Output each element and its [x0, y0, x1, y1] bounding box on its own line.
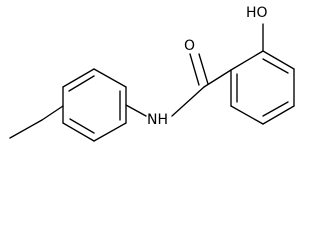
amide-linker: [125, 53, 232, 117]
ethyl-bond-terminal: [9, 119, 43, 139]
para-phenyl-ring: [62, 68, 127, 142]
carbonyl-to-ring-bond: [203, 69, 232, 88]
ethyl-bond-to-ring: [41, 105, 64, 121]
phenyl-double-bond-1: [68, 75, 95, 92]
ethyl-group: [9, 105, 64, 139]
phenyl-bond-2: [62, 68, 95, 88]
carbonyl-double-bond-right: [198, 53, 209, 85]
amide-nh-label: NH: [147, 112, 168, 128]
phenyl-bond-3: [93, 68, 127, 88]
phenol-ring: [230, 23, 295, 125]
phenol-double-bond-3: [262, 58, 289, 74]
carbonyl-oxygen-label: O: [184, 38, 195, 54]
nitrogen-to-carbonyl-bond: [171, 86, 205, 117]
molecule-structure: O HO NH: [9, 5, 295, 142]
phenyl-double-bond-3: [69, 118, 95, 134]
phenyl-bond-5: [93, 122, 127, 142]
carbonyl-double-bond-left: [189, 53, 200, 86]
phenyl-to-nitrogen-bond: [125, 104, 147, 117]
phenol-bond-5: [262, 50, 295, 70]
hydroxyl-label: HO: [246, 5, 268, 21]
phenyl-bond-6: [62, 122, 95, 142]
phenol-bond-2: [230, 105, 264, 125]
phenol-bond-6: [230, 50, 264, 71]
phenol-bond-3: [262, 105, 295, 125]
phenol-double-bond-2: [262, 101, 289, 117]
